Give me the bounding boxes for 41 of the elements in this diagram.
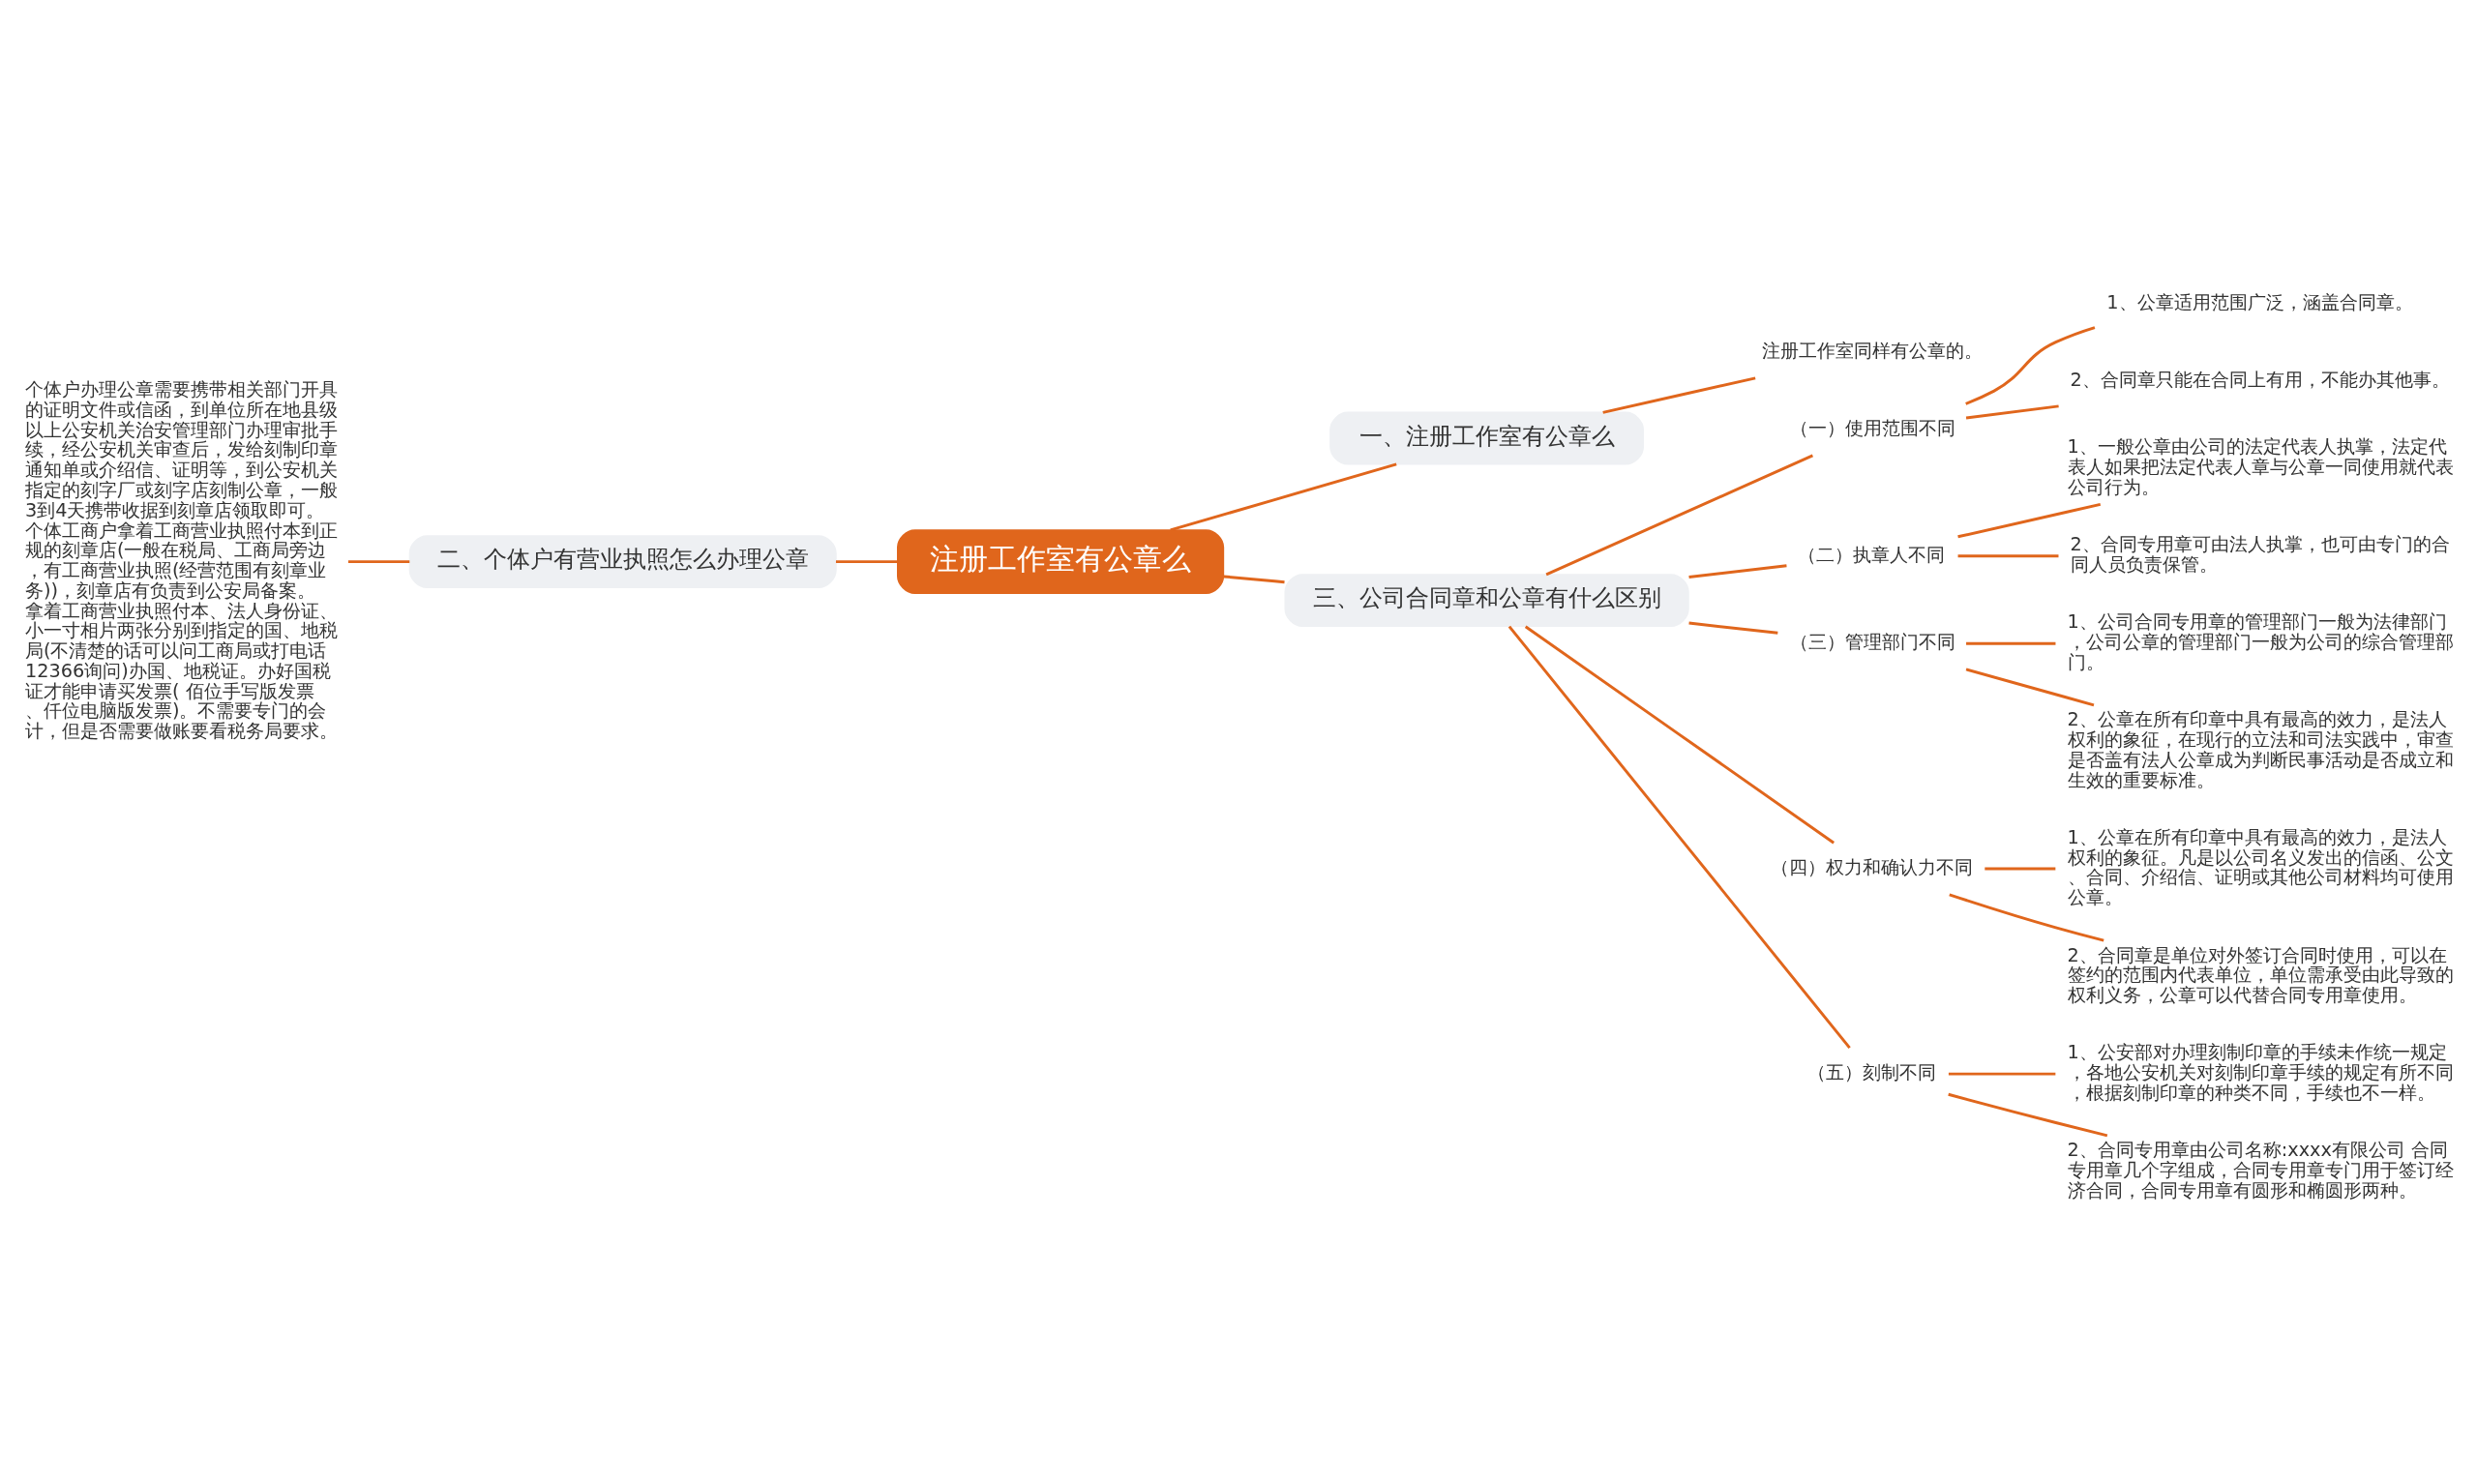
connector (1966, 641, 2056, 645)
connector (1965, 668, 2095, 706)
node-text: （五）刻制不同 (1807, 1060, 1937, 1083)
connector (1507, 625, 1851, 1049)
node-text: 1、一般公章由公司的法定代表人执掌，法定代表人如果把法定代表人章与公章一同使用就代表公司行为。 (2067, 434, 2454, 498)
connector (1223, 574, 1285, 583)
node-text: 1、公章在所有印章中具有最高的效力，是法人权利的象征。凡是以公司名义发出的信函、公文、合同、介绍信、证明或其他公司材料均可使用公章。 (2067, 825, 2454, 908)
node-text: （二）执章人不同 (1798, 543, 1946, 566)
connector (1949, 892, 2104, 942)
connector (835, 559, 898, 563)
node-text: 2、合同专用章由公司名称:xxxx有限公司 合同专用章几个字组成，合同专用章专门用于签订经济合同，合同专用章有圆形和椭圆形两种。 (2067, 1138, 2454, 1202)
node-text: 个体户办理公章需要携带相关部门开具的证明文件或信函，到单位所在地县级以上公安机关治安管理部门办理审批手续，经公安机关审查后，发给刻制印章通知单或介绍信、证明等，到公安机关指定的刻字厂或刻字店刻制公章，一般3到4天携带收据到刻章店领取即可。个体工商户拿着工商营业执照付本到正规的刻章店(一般在税局、工商局旁边，有工商营业执照(经营范围有刻章业务))，刻章店有负责到公安局备案。拿着工商营业执照付本、法人身份证、小一寸相片两张分别到指定的国、地税局(不清楚的话可以问工商局或打电话12366询问)办国、地税证。办好国税证才能申请买发票( 佰位手写版发票、仟位电脑版发票)。不需要专门的会计，但是否需要做账要看税务局要求。 (24, 377, 338, 742)
node-box: 二、个体户有营业执照怎么办理公章 (408, 534, 837, 588)
connector (347, 559, 410, 563)
connector (1948, 1092, 2108, 1137)
connector (1170, 461, 1397, 531)
node-box: 三、公司合同章和公章有什么区别 (1284, 573, 1689, 627)
connector (1545, 454, 1813, 576)
node-text: 2、合同章是单位对外签订合同时使用，可以在签约的范围内代表单位，单位需承受由此导致的权利义务，公章可以代替合同专用章使用。 (2067, 943, 2454, 1006)
node-text: 1、公安部对办理刻制印章的手续未作统一规定，各地公安机关对刻制印章手续的规定有所不同，根据刻制印章的种类不同，手续也不一样。 (2067, 1040, 2454, 1104)
connector (1948, 1072, 2056, 1076)
connector (1688, 563, 1787, 579)
node-box: 一、注册工作室有公章么 (1329, 411, 1644, 464)
connector (1957, 553, 2059, 557)
connector (1602, 375, 1756, 414)
node-text: （一）使用范围不同 (1789, 416, 1955, 439)
connector (1524, 625, 1835, 844)
node-text: 1、公章适用范围广泛，涵盖合同章。 (2106, 290, 2413, 313)
node-text: （四）权力和确认力不同 (1771, 855, 1974, 878)
node-text: 注册工作室同样有公章的。 (1761, 339, 1983, 362)
connector (1957, 502, 2102, 538)
node-box: 注册工作室有公章么 (897, 528, 1225, 594)
node-text: 2、公章在所有印章中具有最高的效力，是法人权利的象征，在现行的立法和司法实践中，审查是否盖有法人公章成为判断民事活动是否成立和生效的重要标准。 (2067, 707, 2454, 791)
connector (1688, 621, 1778, 635)
connector (1965, 325, 2096, 405)
node-text: 2、合同专用章可由法人执掌，也可由专门的合同人员负责保管。 (2070, 532, 2450, 576)
connector (1985, 867, 2056, 870)
node-text: 1、公司合同专用章的管理部门一般为法律部门，公司公章的管理部门一般为公司的综合管理部门。 (2067, 609, 2454, 673)
node-text: （三）管理部门不同 (1789, 630, 1955, 653)
node-text: 2、合同章只能在合同上有用，不能办其他事。 (2070, 368, 2450, 391)
connector (1965, 403, 2059, 419)
